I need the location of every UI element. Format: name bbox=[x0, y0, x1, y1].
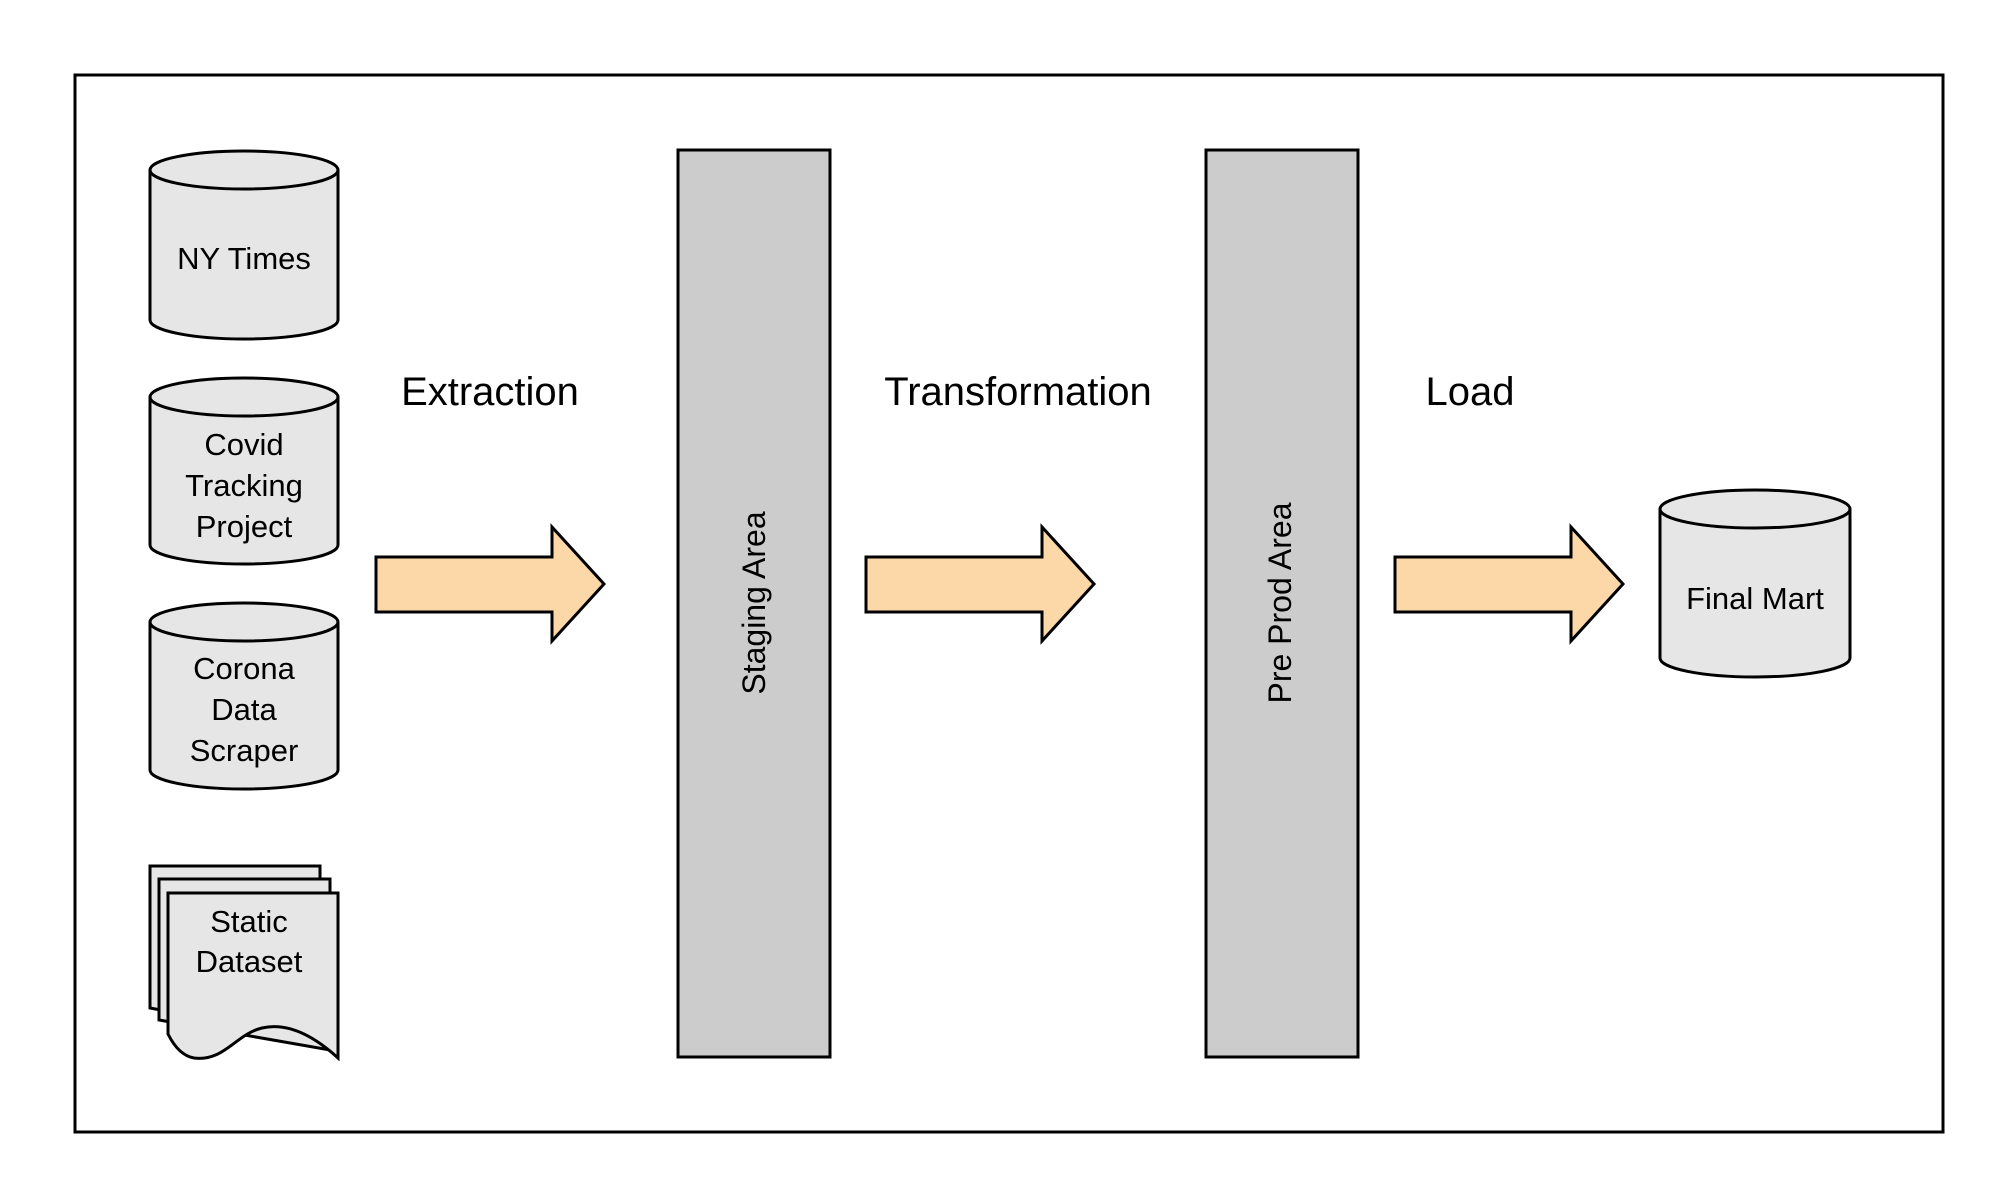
source-corona-data-scraper: Corona Data Scraper bbox=[148, 601, 340, 791]
cylinder-top bbox=[148, 149, 340, 191]
arrow-extraction bbox=[374, 523, 607, 645]
source-covid-tracking-project: Covid Tracking Project bbox=[148, 376, 340, 566]
source-label-line: Corona bbox=[193, 651, 295, 686]
source-label-line: Covid bbox=[204, 427, 283, 462]
staging-area: Staging Area bbox=[676, 148, 832, 1059]
source-label-line: Dataset bbox=[196, 944, 303, 979]
source-label-line: Scraper bbox=[190, 733, 299, 768]
source-label: NY Times bbox=[177, 241, 311, 276]
source-ny-times: NY Times bbox=[148, 149, 340, 341]
source-label-line: Project bbox=[196, 509, 293, 544]
cylinder-top bbox=[1658, 488, 1852, 530]
pre-prod-area: Pre Prod Area bbox=[1204, 148, 1360, 1059]
cylinder-shape bbox=[1658, 509, 1852, 679]
cylinder-top bbox=[148, 601, 340, 643]
source-label-line: Tracking bbox=[185, 468, 303, 503]
cylinder-shape bbox=[148, 170, 340, 341]
cylinder-top bbox=[148, 376, 340, 418]
staging-area-box bbox=[676, 148, 832, 1059]
source-label-line: Data bbox=[211, 692, 277, 727]
pre-prod-area-box bbox=[1204, 148, 1360, 1059]
pre-prod-area-label: Pre Prod Area bbox=[1262, 502, 1298, 703]
arrow-load bbox=[1393, 523, 1626, 645]
stage-label-extraction: Extraction bbox=[401, 370, 579, 414]
source-label-line: Static bbox=[210, 904, 288, 939]
source-static-dataset: Static Dataset bbox=[148, 864, 340, 1062]
arrow-transformation bbox=[864, 523, 1097, 645]
staging-area-label: Staging Area bbox=[736, 511, 772, 694]
stage-label-transformation: Transformation bbox=[884, 370, 1152, 414]
stage-label-load: Load bbox=[1426, 370, 1515, 414]
cylinder-shape bbox=[148, 622, 340, 791]
cylinder-shape bbox=[148, 397, 340, 566]
document-front bbox=[166, 891, 340, 1062]
target-final-mart: Final Mart bbox=[1658, 488, 1852, 679]
target-label: Final Mart bbox=[1686, 581, 1824, 616]
